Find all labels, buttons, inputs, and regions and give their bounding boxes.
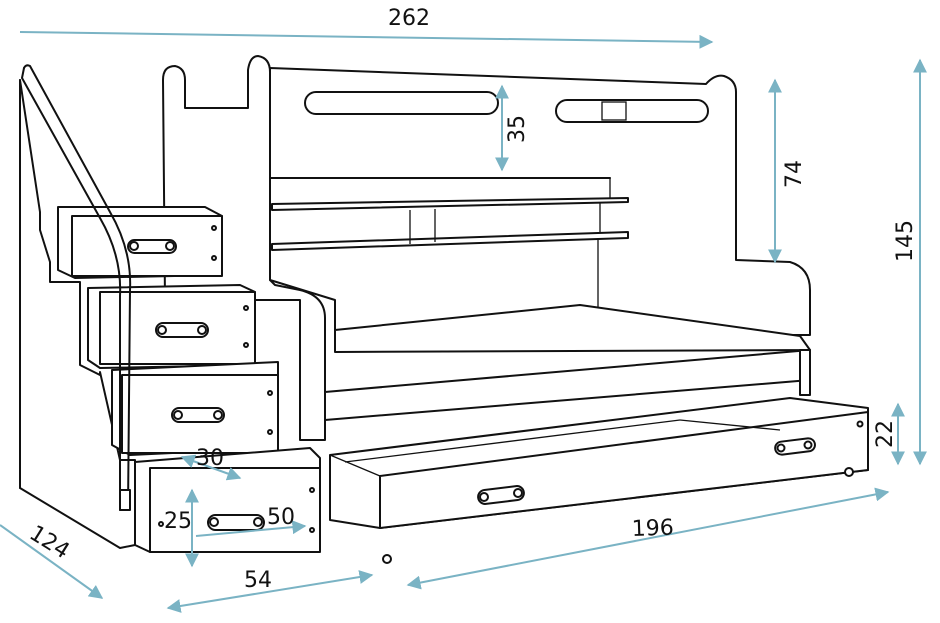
handrail-outer xyxy=(23,64,132,511)
upper-shelf-top xyxy=(271,197,629,211)
bed-frame xyxy=(162,55,811,441)
handrail-inner xyxy=(21,67,122,511)
dim-line-262 xyxy=(19,31,714,49)
rear-leg xyxy=(799,349,811,396)
caster-wheel xyxy=(844,467,854,477)
drawer-knob xyxy=(253,517,263,527)
screw xyxy=(243,305,249,311)
dim-line-30 xyxy=(180,454,242,481)
step-1-drawer xyxy=(71,215,223,277)
drawer-handle xyxy=(207,514,265,531)
drawer-knob xyxy=(157,325,167,335)
trundle-knob xyxy=(803,440,813,450)
drawer-knob xyxy=(129,241,139,251)
screw xyxy=(309,527,315,533)
trundle-knob xyxy=(513,488,523,498)
slot-divider xyxy=(601,101,627,121)
dimension-lines xyxy=(0,31,927,613)
handrail-foot xyxy=(119,489,131,511)
caster-wheel xyxy=(382,554,392,564)
staircase xyxy=(19,64,321,553)
label-trundle-height: 22 xyxy=(873,420,898,448)
step-4-drawer xyxy=(149,467,321,553)
label-total-length: 262 xyxy=(388,6,430,31)
dim-line-196 xyxy=(406,487,890,590)
drawer-knob xyxy=(165,241,175,251)
lower-mattress xyxy=(334,304,811,353)
drawer-knob xyxy=(213,410,223,420)
screw xyxy=(856,420,864,428)
trundle-knob xyxy=(479,492,489,502)
dim-line-124 xyxy=(0,524,104,599)
label-drawer-width: 50 xyxy=(267,505,295,530)
label-top-rail: 74 xyxy=(782,160,807,188)
label-step-depth: 30 xyxy=(196,446,224,471)
headboard-slot-right xyxy=(555,99,709,123)
trundle-inner-edge-2 xyxy=(679,419,781,431)
dim-line-50 xyxy=(195,520,307,537)
label-stair-width: 54 xyxy=(244,568,272,593)
left-post xyxy=(162,55,326,441)
label-drawer-height: 25 xyxy=(164,509,192,534)
screw xyxy=(267,390,273,396)
drawer-handle xyxy=(127,239,177,254)
label-stair-depth: 124 xyxy=(25,521,74,564)
trundle-inner-edge xyxy=(344,419,681,463)
label-lower-bed-length: 196 xyxy=(631,516,674,542)
screw xyxy=(309,487,315,493)
dim-line-54 xyxy=(166,570,374,613)
drawer-handle xyxy=(155,322,209,338)
drawer-handle xyxy=(171,407,225,423)
label-headboard-slot: 35 xyxy=(505,115,530,143)
screw xyxy=(158,521,164,527)
label-total-height: 145 xyxy=(893,220,918,262)
screw xyxy=(243,342,249,348)
trundle-knob xyxy=(776,443,786,453)
drawer-knob xyxy=(197,325,207,335)
screw xyxy=(211,255,217,261)
upper-shelf-bottom xyxy=(271,231,629,251)
trundle-drawer xyxy=(329,397,869,564)
drawer-knob xyxy=(173,410,183,420)
drawer-knob xyxy=(209,517,219,527)
trundle-edge-left xyxy=(329,454,381,477)
screw xyxy=(211,225,217,231)
screw xyxy=(267,429,273,435)
stair-side-panel xyxy=(19,79,136,549)
